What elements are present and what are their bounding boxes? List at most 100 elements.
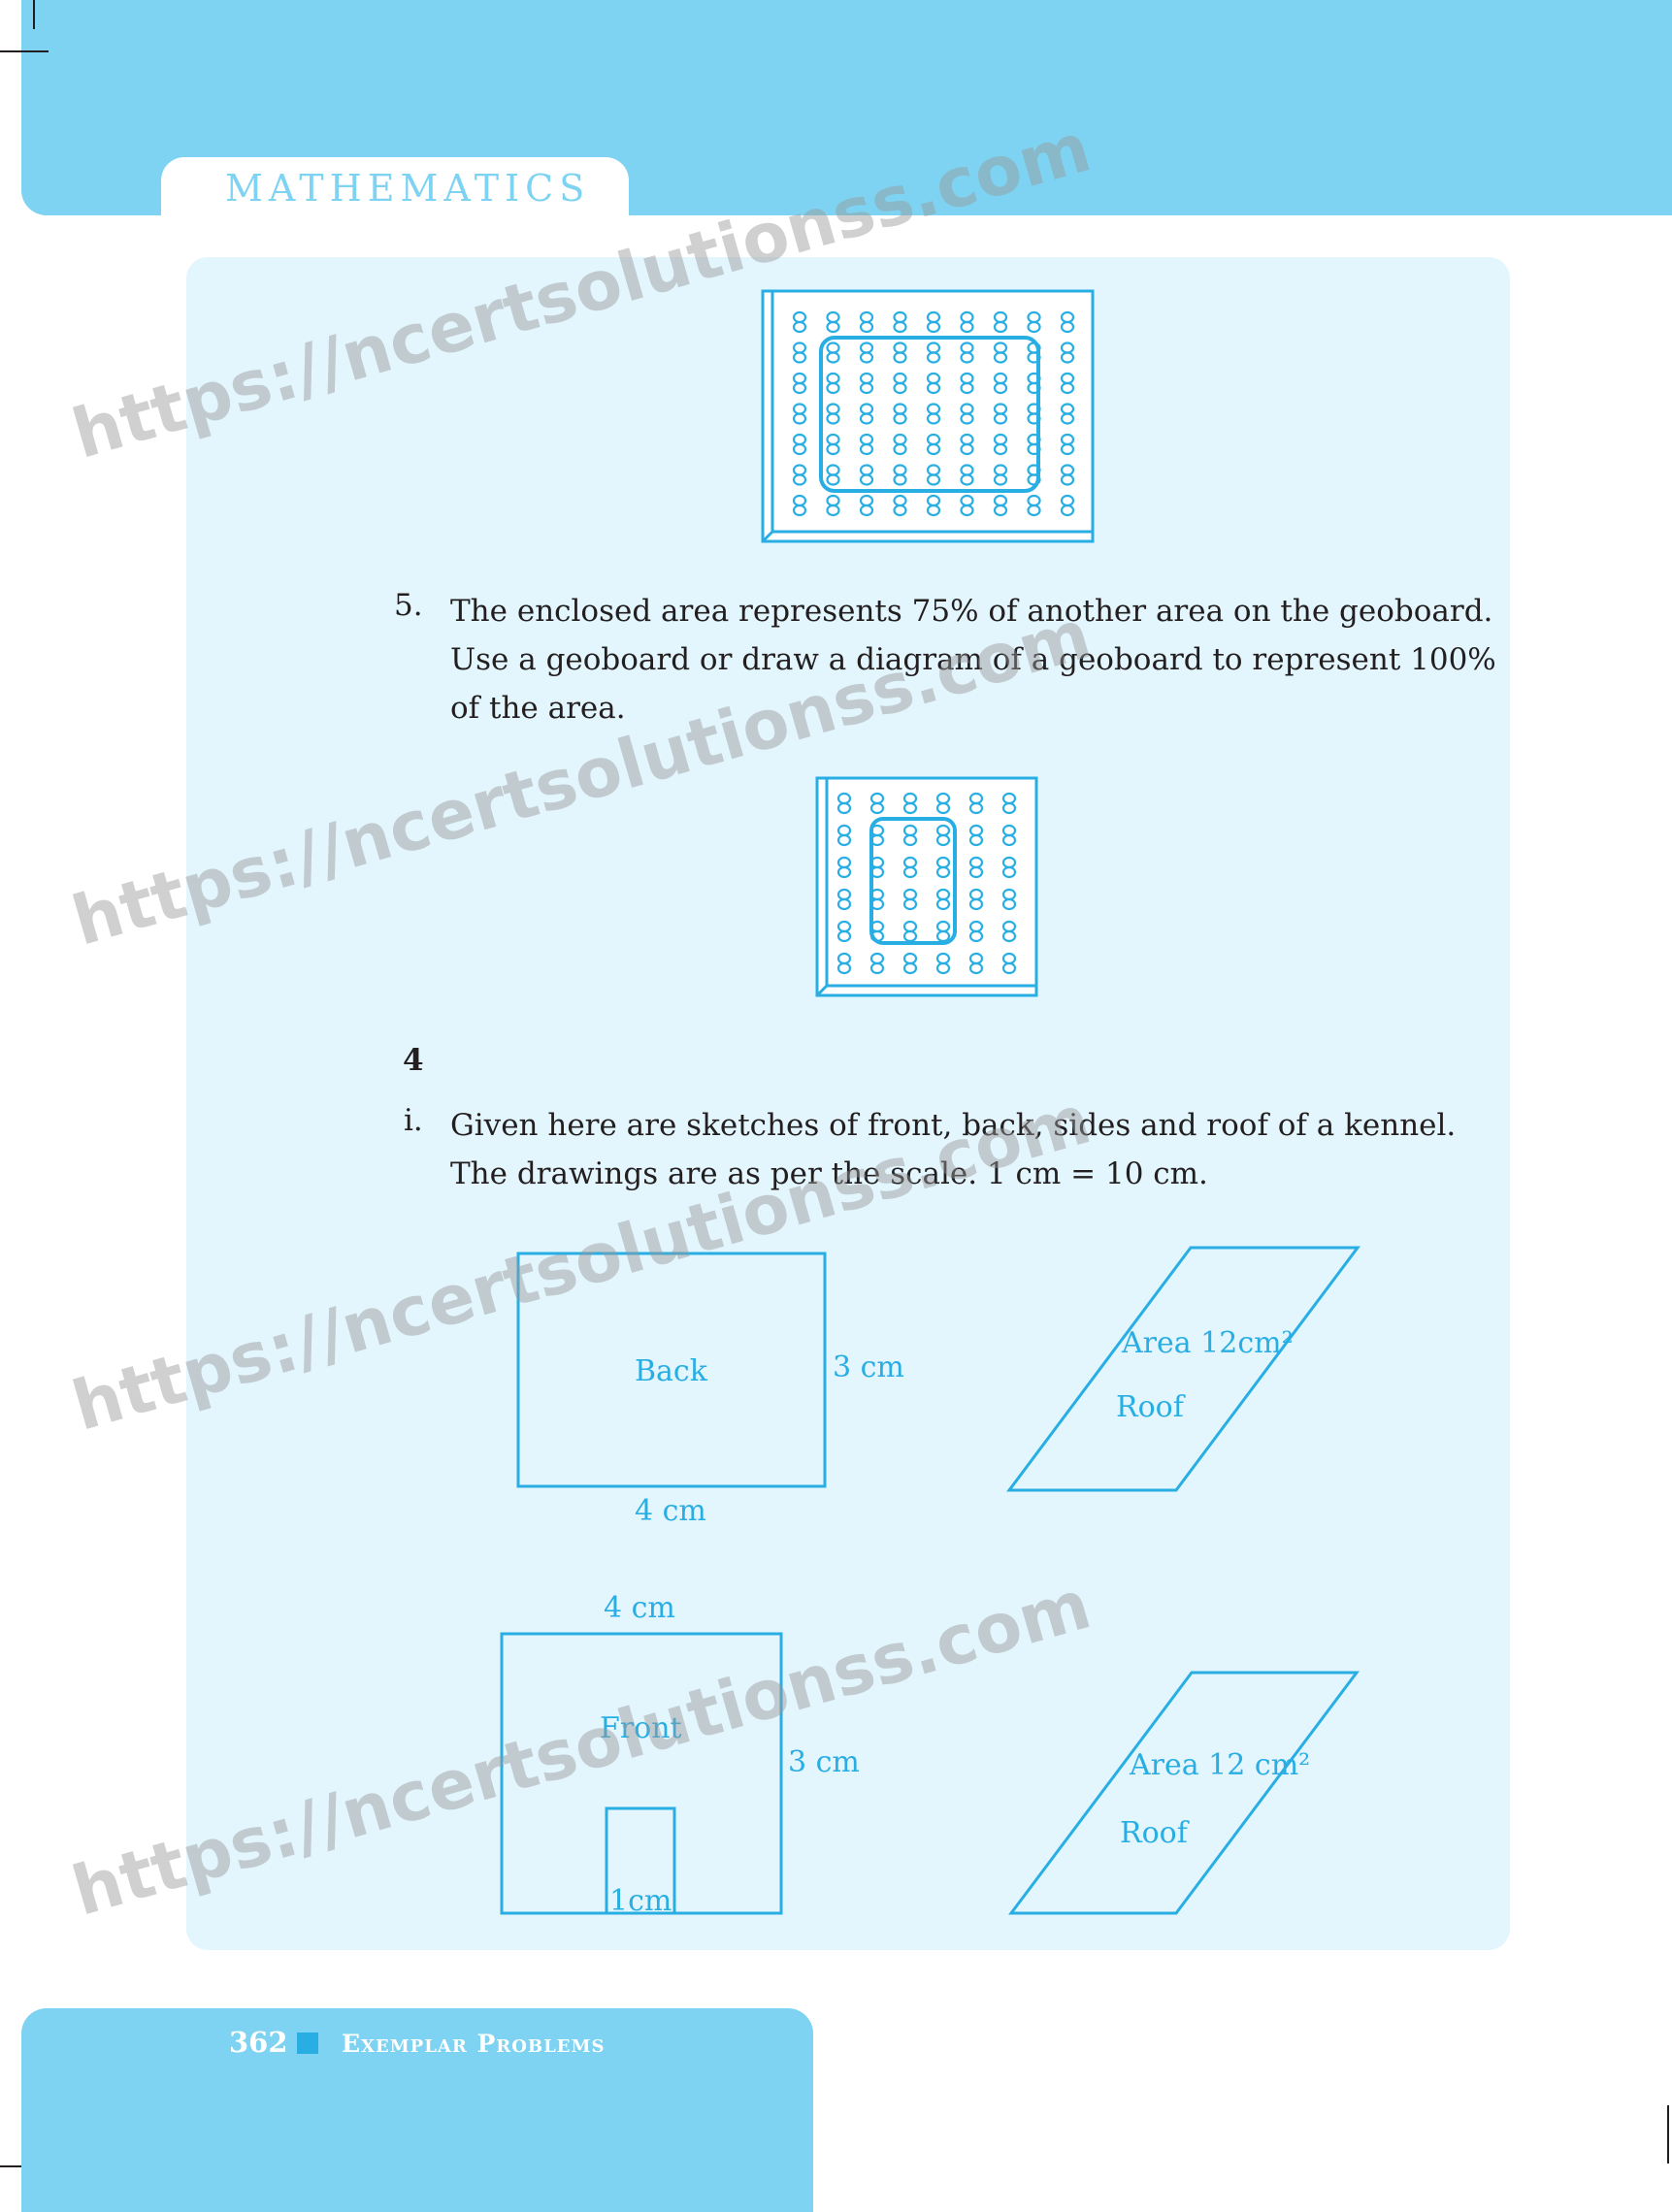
geoboard-large (761, 289, 1095, 543)
geoboard-peg (869, 952, 885, 975)
geoboard-peg (1060, 464, 1075, 486)
front-height-label: 3 cm (788, 1745, 860, 1779)
geoboard-peg (926, 342, 941, 364)
geoboard-peg (968, 856, 984, 879)
geoboard-peg (893, 372, 907, 395)
geoboard-peg (1060, 310, 1075, 334)
geoboard-peg (993, 342, 1008, 364)
geoboard-peg (968, 952, 984, 975)
geoboard-peg (826, 310, 840, 334)
geoboard-peg (935, 792, 951, 815)
roof-1-parallelogram (1006, 1246, 1361, 1492)
front-top-label: 4 cm (604, 1591, 675, 1625)
geoboard-peg (926, 494, 941, 517)
geoboard-peg (826, 494, 840, 517)
front-sketch: 4 cm Front 3 cm 1cm (500, 1591, 860, 1918)
geoboard-peg (993, 433, 1008, 456)
front-label: Front (600, 1711, 682, 1745)
geoboard-peg (960, 310, 974, 334)
page-number: 362 (229, 2026, 288, 2059)
roof-1-label: Roof (1116, 1390, 1186, 1424)
geoboard-peg (993, 403, 1008, 425)
geoboard-peg (826, 372, 840, 395)
geoboard-peg (935, 824, 951, 847)
geoboard-peg (993, 494, 1008, 517)
geoboard-peg (893, 464, 907, 486)
back-rectangle (516, 1252, 827, 1488)
question-5-line: Use a geoboard or draw a diagram of a ge… (450, 642, 1496, 677)
geoboard-peg (893, 310, 907, 334)
footer-book-title: Exemplar Problems (342, 2030, 606, 2058)
geoboard-small-pegs (836, 792, 1017, 975)
geoboard-peg (836, 824, 852, 847)
geoboard-peg (792, 310, 807, 334)
geoboard-peg (893, 403, 907, 425)
geoboard-peg (968, 920, 984, 943)
geoboard-peg (792, 372, 807, 395)
geoboard-peg (902, 824, 918, 847)
geoboard-peg (902, 888, 918, 911)
geoboard-peg (1060, 342, 1075, 364)
geoboard-peg (1001, 824, 1017, 847)
geoboard-peg (893, 342, 907, 364)
geoboard-peg (960, 372, 974, 395)
geoboard-peg (1027, 494, 1041, 517)
geoboard-small-base (815, 776, 1038, 997)
geoboard-peg (1001, 920, 1017, 943)
geoboard-peg (826, 403, 840, 425)
crop-mark (1667, 2105, 1669, 2163)
geoboard-peg (968, 792, 984, 815)
geoboard-peg (1027, 310, 1041, 334)
back-sketch: Back 3 cm 4 cm (516, 1252, 904, 1528)
front-door (605, 1806, 676, 1915)
geoboard-peg (792, 494, 807, 517)
geoboard-peg (960, 403, 974, 425)
item-i-number: i. (404, 1103, 423, 1138)
item-i-line: Given here are sketches of front, back, … (450, 1108, 1457, 1143)
geoboard-peg (935, 952, 951, 975)
geoboard-peg (1001, 856, 1017, 879)
geoboard-peg (960, 464, 974, 486)
header-tab (161, 157, 629, 227)
footer-band (21, 2008, 813, 2212)
roof-sketch-1: Area 12cm² Roof (1006, 1246, 1361, 1492)
geoboard-peg (1060, 433, 1075, 456)
front-door-label: 1cm (609, 1884, 672, 1918)
question-5-line: of the area. (450, 691, 626, 726)
geoboard-peg (859, 433, 874, 456)
geoboard-small-band (869, 817, 957, 945)
geoboard-peg (960, 342, 974, 364)
geoboard-peg (926, 464, 941, 486)
geoboard-peg (1060, 403, 1075, 425)
geoboard-peg (869, 792, 885, 815)
geoboard-peg (792, 403, 807, 425)
roof-2-area-label: Area 12 cm² (1129, 1748, 1310, 1782)
geoboard-peg (836, 920, 852, 943)
geoboard-small (815, 776, 1038, 997)
geoboard-peg (859, 403, 874, 425)
geoboard-peg (836, 952, 852, 975)
back-width-label: 4 cm (635, 1494, 706, 1528)
geoboard-peg (792, 464, 807, 486)
geoboard-peg (902, 952, 918, 975)
geoboard-peg (836, 792, 852, 815)
geoboard-peg (993, 310, 1008, 334)
question-5-number: 5. (394, 588, 423, 623)
geoboard-peg (960, 433, 974, 456)
roof-sketch-2: Area 12 cm² Roof (1008, 1671, 1360, 1915)
geoboard-peg (826, 464, 840, 486)
section-number: 4 (403, 1043, 424, 1078)
geoboard-peg (893, 494, 907, 517)
geoboard-peg (859, 372, 874, 395)
back-height-label: 3 cm (833, 1350, 904, 1384)
subject-title: MATHEMATICS (225, 167, 591, 210)
crop-mark (0, 50, 49, 52)
geoboard-peg (792, 342, 807, 364)
geoboard-peg (1001, 792, 1017, 815)
roof-2-parallelogram (1008, 1671, 1360, 1915)
roof-1-area-label: Area 12cm² (1121, 1326, 1294, 1360)
geoboard-peg (792, 433, 807, 456)
geoboard-peg (902, 856, 918, 879)
geoboard-peg (968, 824, 984, 847)
geoboard-peg (836, 888, 852, 911)
